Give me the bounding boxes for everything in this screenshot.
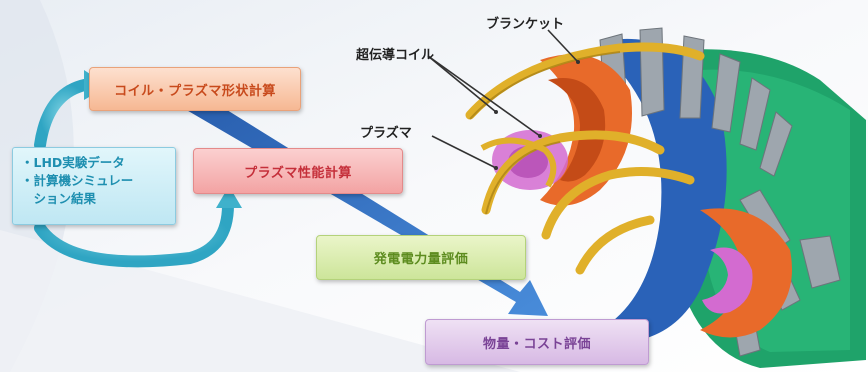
coil-plasma-shape-calc-label: コイル・プラズマ形状計算 — [114, 83, 276, 99]
coils — [465, 42, 705, 275]
cycle-arrow-lower — [34, 199, 234, 268]
coil-arc-front — [480, 137, 557, 188]
input-data-box: ・LHD実験データ ・計算機シミュレー ション結果 — [12, 147, 176, 225]
plasma-performance-calc-box: プラズマ性能計算 — [193, 148, 403, 194]
coil-shading — [469, 51, 621, 215]
power-generation-evaluation-label: 発電電力量評価 — [373, 252, 469, 267]
superconducting-coil-label: 超伝導コイル — [356, 48, 435, 63]
coil-plasma-shape-calc-box: コイル・プラズマ形状計算 — [89, 67, 301, 111]
leader-lines — [427, 29, 579, 169]
cycle-arrowhead-lower — [216, 186, 242, 208]
input-line: ション結果 — [21, 191, 97, 206]
quantity-cost-evaluation-box: 物量・コスト評価 — [425, 319, 649, 365]
blanket-label: ブランケット — [486, 17, 565, 32]
input-line: ・計算機シミュレー — [21, 173, 134, 188]
plasma-lower — [702, 247, 753, 314]
power-generation-evaluation-box: 発電電力量評価 — [316, 235, 526, 280]
plasma-label: プラズマ — [360, 126, 412, 141]
quantity-cost-evaluation-label: 物量・コスト評価 — [482, 336, 591, 352]
plasma-performance-calc-label: プラズマ性能計算 — [244, 165, 352, 181]
blanket-upper-inner — [548, 78, 606, 182]
leader-dots — [494, 60, 580, 170]
reactor-illustration — [465, 27, 866, 368]
input-line: ・LHD実験データ — [21, 155, 125, 170]
cycle-arrow-upper — [34, 78, 96, 151]
